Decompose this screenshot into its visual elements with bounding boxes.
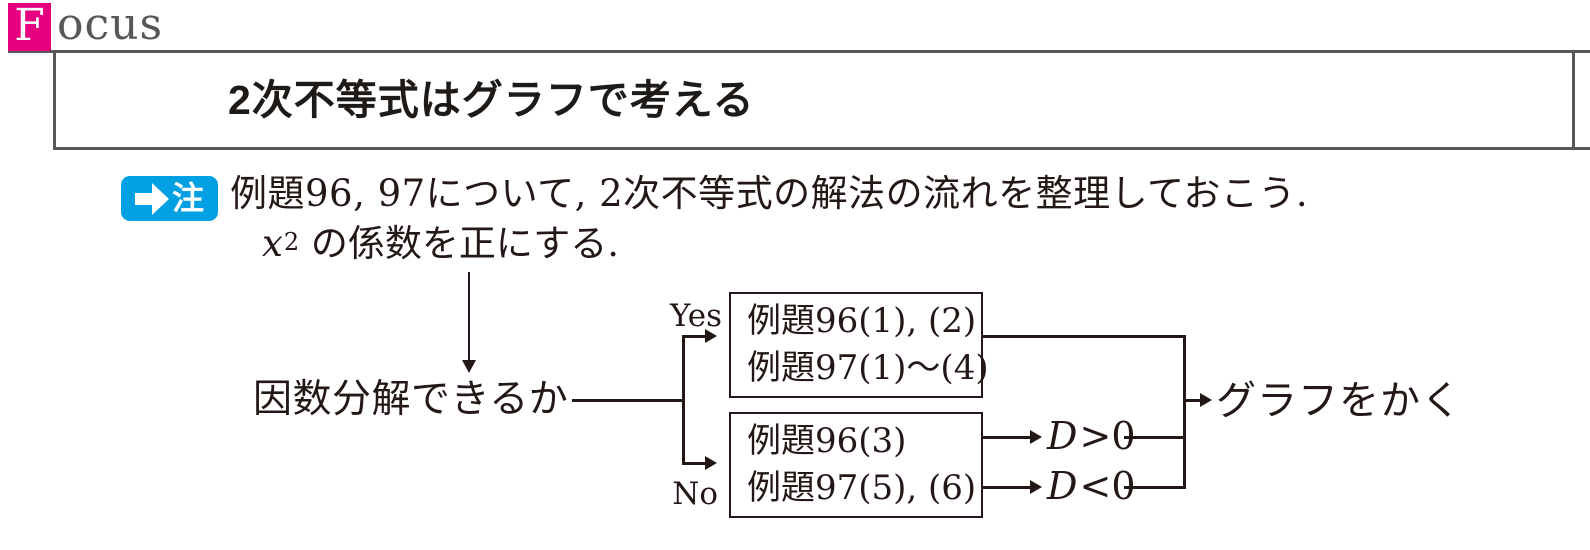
right-arrow-icon xyxy=(134,182,169,215)
focus-logo-badge: F xyxy=(8,3,51,51)
page-title: 2次不等式はグラフで考える xyxy=(228,77,755,123)
flow-line-dneg-to-collector xyxy=(1124,486,1184,489)
flow-line-yesbox-exit xyxy=(983,335,1186,338)
no-label: No xyxy=(672,476,718,512)
example-line: 例題97(5), (6) xyxy=(747,468,977,508)
relation-symbol: > xyxy=(1079,414,1112,458)
discriminant-variable: D xyxy=(1047,414,1078,458)
flow-line-dpos xyxy=(983,436,1032,439)
note-badge-label: 注 xyxy=(171,180,204,216)
formula-exponent: 2 xyxy=(283,228,300,256)
discriminant-negative-label: D<0 xyxy=(1047,463,1136,509)
focus-logo-text: ocus xyxy=(57,0,164,50)
arrowhead-right-icon xyxy=(1200,393,1212,407)
discriminant-positive-label: D>0 xyxy=(1047,413,1136,459)
relation-symbol: < xyxy=(1079,464,1112,508)
example-line: 例題96(3) xyxy=(747,421,907,461)
flow-line-collector-vertical xyxy=(1183,335,1186,489)
arrowhead-right-icon xyxy=(1030,430,1042,444)
note-badge: 注 xyxy=(121,176,218,221)
yes-examples-box: 例題96(1), (2) 例題97(1)〜(4) xyxy=(729,292,989,398)
arrowhead-right-icon xyxy=(1030,480,1042,494)
example-line: 例題97(1)〜(4) xyxy=(747,348,989,388)
example-line: 例題96(1), (2) xyxy=(747,301,977,341)
flow-line-root-horizontal xyxy=(572,399,684,402)
arrowhead-right-icon xyxy=(705,456,717,470)
note-text-line2: x2 の係数を正にする. xyxy=(262,220,619,266)
arrowhead-down-icon xyxy=(462,360,476,373)
formula-variable: x xyxy=(262,222,283,265)
flow-line-no xyxy=(685,462,707,465)
flow-line-branch-vertical xyxy=(682,335,685,465)
no-examples-box: 例題96(3) 例題97(5), (6) xyxy=(729,412,983,518)
note-text-line1: 例題96, 97について, 2次不等式の解法の流れを整理しておこう. xyxy=(230,172,1309,215)
arrowhead-right-icon xyxy=(705,329,717,343)
title-box-rule-extension xyxy=(1572,147,1590,150)
flow-root-question: 因数分解できるか xyxy=(253,377,569,422)
formula-rest: の係数を正にする. xyxy=(299,222,620,265)
title-box xyxy=(53,50,1575,150)
discriminant-variable: D xyxy=(1047,464,1078,508)
right-arrow-stem xyxy=(134,192,152,205)
flow-line-yes xyxy=(685,335,707,338)
focus-initial: F xyxy=(14,0,45,51)
result-label: グラフをかく xyxy=(1216,378,1462,424)
flow-line-dpos-to-collector xyxy=(1124,436,1184,439)
right-arrow-head xyxy=(151,182,169,215)
flow-line-result xyxy=(1186,399,1202,402)
flow-line-dneg xyxy=(983,486,1032,489)
flow-line-note-to-root xyxy=(468,272,470,362)
yes-label: Yes xyxy=(669,298,722,334)
